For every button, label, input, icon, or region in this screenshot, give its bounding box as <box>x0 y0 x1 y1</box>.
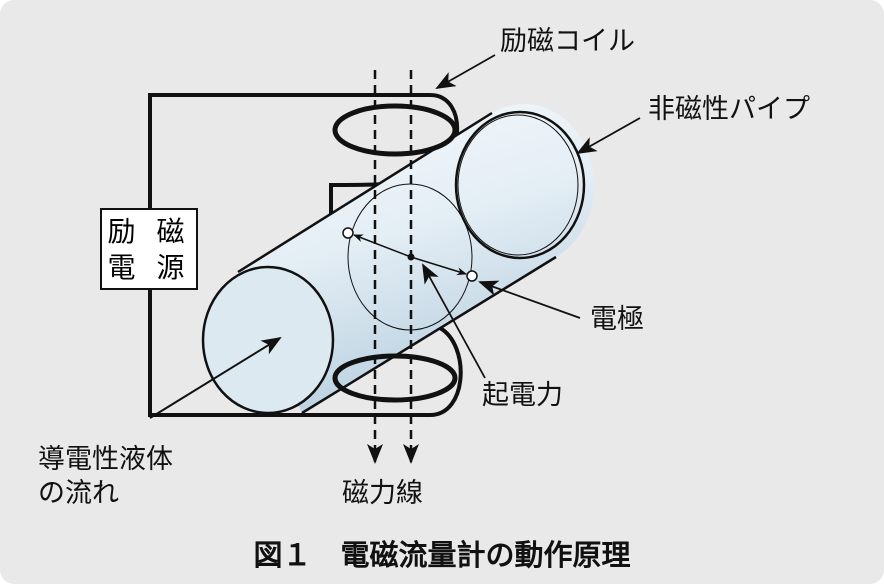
electrode-right <box>466 270 478 282</box>
emf-label: 起電力 <box>482 380 563 411</box>
pipe-inlet-end <box>201 265 335 415</box>
power-wire-bottom <box>148 290 463 417</box>
coil-label: 励磁コイル <box>500 26 635 57</box>
coil-bottom <box>332 353 458 403</box>
pipe-outlet-end <box>454 110 586 260</box>
flow-arrow <box>149 336 282 419</box>
excitation-power-supply: 励 磁 電 源 <box>100 208 198 290</box>
coil-top <box>332 103 458 157</box>
fluid-label-1: 導電性液体 <box>38 444 173 475</box>
electrode-left <box>342 227 354 239</box>
emf-center-dot <box>407 253 415 261</box>
fluid-label-2: の流れ <box>38 478 119 509</box>
power-label-1: 励 磁 <box>107 215 191 248</box>
flux-label: 磁力線 <box>342 478 423 509</box>
electrode-label: 電極 <box>590 304 644 335</box>
pipe-outlet-inner <box>457 114 579 256</box>
power-label-2: 電 源 <box>107 251 191 284</box>
figure-caption: 図１ 電磁流量計の動作原理 <box>253 538 631 572</box>
pipe-label: 非磁性パイプ <box>648 94 810 125</box>
